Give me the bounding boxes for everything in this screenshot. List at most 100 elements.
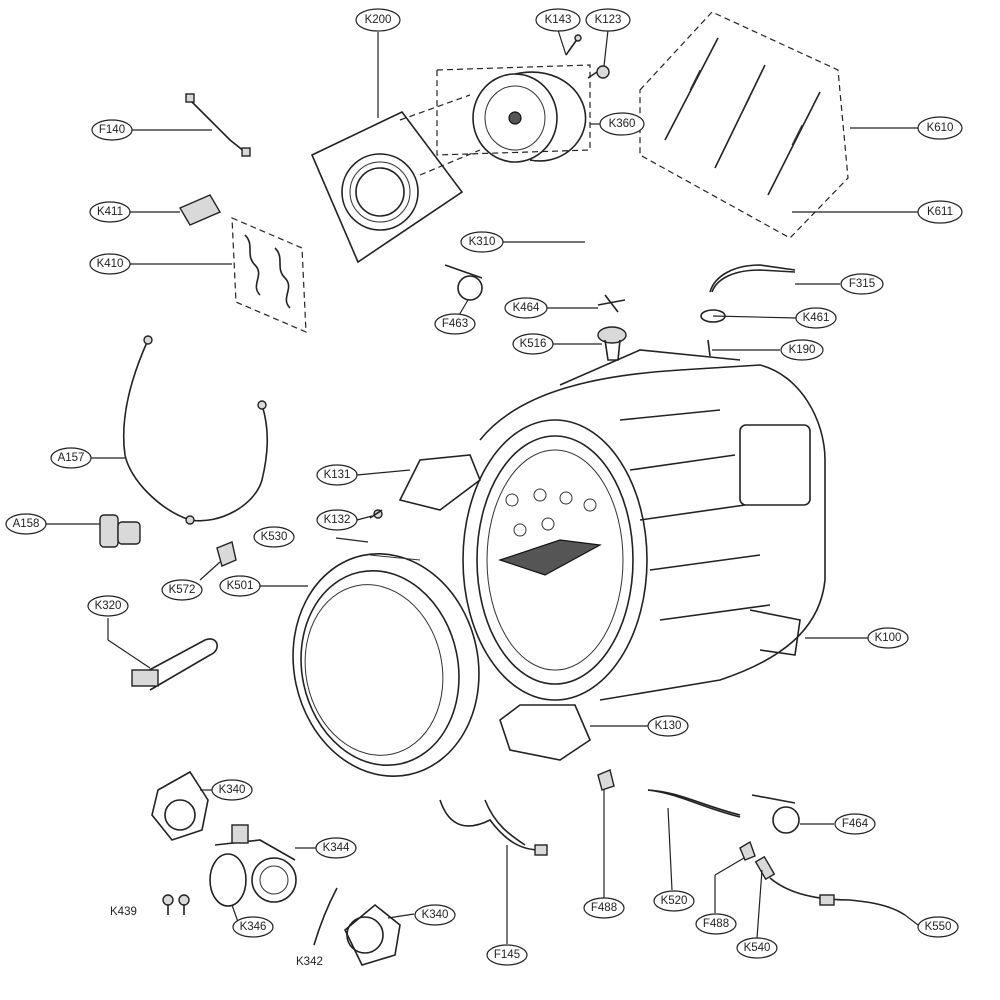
svg-text:F464: F464 — [842, 818, 869, 830]
label-k572: K572 — [161, 579, 203, 601]
label-f488-b: F488 — [695, 913, 737, 935]
svg-text:K520: K520 — [661, 895, 688, 907]
svg-text:F145: F145 — [494, 949, 520, 961]
label-f463: F463 — [434, 313, 476, 335]
clamp-f463 — [444, 264, 483, 301]
svg-text:K550: K550 — [925, 921, 952, 933]
label-k611: K611 — [917, 200, 963, 224]
bolts-k439 — [162, 894, 190, 915]
svg-text:K123: K123 — [595, 14, 622, 26]
pump-k340-bottom — [344, 903, 401, 966]
screw-k132 — [369, 509, 383, 519]
label-k310: K310 — [460, 231, 504, 253]
label-k530: K530 — [253, 526, 295, 548]
svg-text:K572: K572 — [169, 584, 196, 596]
connector-a158 — [99, 514, 141, 548]
sensor-parts — [739, 840, 906, 916]
label-k461: K461 — [795, 307, 837, 329]
svg-text:F140: F140 — [99, 124, 125, 136]
label-k344: K344 — [315, 837, 357, 859]
label-k100: K100 — [867, 627, 909, 649]
harness-f140 — [185, 93, 251, 157]
svg-text:F315: F315 — [849, 278, 875, 290]
label-a158: A158 — [5, 513, 47, 535]
bolt-k143 — [565, 34, 582, 56]
svg-text:K131: K131 — [324, 469, 351, 481]
counterweight-k131 — [398, 454, 481, 511]
springs-k410 — [231, 217, 307, 333]
label-k342: K342 — [296, 956, 323, 968]
label-k410: K410 — [89, 253, 131, 275]
bolt-k123 — [587, 65, 610, 79]
svg-text:K143: K143 — [545, 14, 572, 26]
svg-text:K410: K410 — [97, 258, 124, 270]
svg-text:K610: K610 — [927, 122, 954, 134]
svg-text:A157: A157 — [58, 452, 85, 464]
clip-f488-a — [597, 769, 615, 791]
label-k130: K130 — [647, 715, 689, 737]
label-k143: K143 — [535, 8, 581, 32]
label-k464: K464 — [504, 297, 548, 319]
svg-text:F488: F488 — [591, 902, 617, 914]
label-a157: A157 — [50, 447, 92, 469]
label-k123: K123 — [585, 8, 631, 32]
label-k340-top: K340 — [211, 779, 253, 801]
label-k340-bottom: K340 — [414, 904, 456, 926]
label-k520: K520 — [653, 890, 695, 912]
label-k200: K200 — [355, 8, 401, 32]
bracket-k411 — [178, 194, 222, 226]
label-f464: F464 — [834, 813, 876, 835]
label-k190: K190 — [780, 339, 824, 361]
svg-text:K346: K346 — [240, 921, 267, 933]
svg-text:K340: K340 — [219, 784, 246, 796]
svg-text:K464: K464 — [513, 302, 540, 314]
heater-k320 — [131, 638, 218, 691]
tub-k100 — [479, 349, 826, 701]
clamp-f464 — [751, 794, 800, 834]
svg-text:K310: K310 — [469, 236, 496, 248]
label-k610: K610 — [917, 116, 963, 140]
svg-text:K530: K530 — [261, 531, 288, 543]
svg-text:K540: K540 — [744, 942, 771, 954]
tub-front — [462, 419, 648, 701]
rotor-part — [310, 110, 464, 264]
svg-text:K439: K439 — [110, 906, 137, 918]
label-k540: K540 — [736, 937, 778, 959]
hose-k520 — [647, 789, 741, 818]
label-k131: K131 — [316, 464, 358, 486]
label-k360: K360 — [599, 112, 645, 136]
svg-text:K100: K100 — [875, 632, 902, 644]
hose-k342 — [313, 887, 338, 946]
label-k516: K516 — [512, 333, 554, 355]
svg-text:K611: K611 — [927, 206, 953, 218]
svg-text:F463: F463 — [442, 318, 468, 330]
label-k132: K132 — [316, 509, 358, 531]
damper-assembly — [639, 11, 849, 239]
svg-text:K320: K320 — [95, 600, 122, 612]
label-k411: K411 — [89, 201, 131, 223]
label-k550: K550 — [917, 916, 959, 938]
label-k320: K320 — [87, 595, 129, 617]
label-f145: F145 — [486, 944, 528, 966]
svg-text:K344: K344 — [323, 842, 350, 854]
pump-k340-top — [151, 770, 209, 841]
hose-f315 — [709, 264, 796, 293]
harness-f145 — [439, 799, 548, 856]
svg-text:K130: K130 — [655, 720, 682, 732]
svg-text:K190: K190 — [789, 344, 816, 356]
svg-text:K132: K132 — [324, 514, 351, 526]
label-k501: K501 — [219, 575, 261, 597]
svg-text:K342: K342 — [296, 956, 323, 968]
svg-text:K411: K411 — [97, 206, 123, 218]
svg-text:K461: K461 — [803, 312, 830, 324]
gasket-leader — [335, 537, 369, 543]
label-f488-a: F488 — [583, 897, 625, 919]
door-gasket-k501 — [292, 552, 480, 778]
svg-text:K200: K200 — [365, 14, 392, 26]
label-f315: F315 — [840, 273, 884, 295]
svg-text:K360: K360 — [609, 118, 636, 130]
svg-text:A158: A158 — [13, 518, 40, 530]
label-f140: F140 — [91, 119, 133, 141]
label-k439: K439 — [110, 906, 137, 918]
